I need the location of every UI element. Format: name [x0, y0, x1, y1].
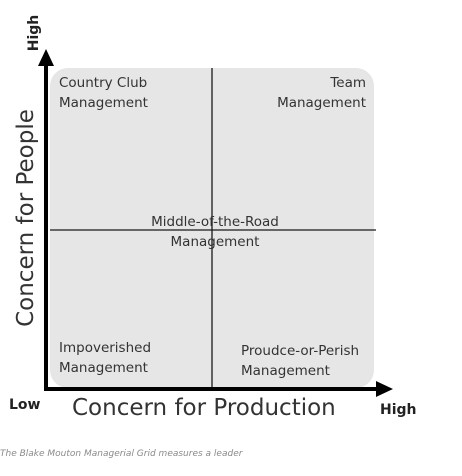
y-axis-arrowhead — [38, 49, 54, 66]
x-axis-high-label: High — [380, 402, 417, 418]
x-axis-arrowhead — [376, 381, 393, 397]
y-axis-title: Concern for People — [13, 109, 39, 327]
quadrant-label-country-club: Country Club Management — [59, 75, 148, 111]
x-axis-title: Concern for Production — [72, 395, 336, 421]
quadrant-label-impoverished: Impoverished Management — [59, 340, 152, 376]
quadrant-label-produce-or-perish: Proudce-or-Perish Management — [241, 343, 360, 379]
figure-caption: The Blake Mouton Managerial Grid measure… — [0, 449, 243, 459]
quadrant-label-team: Team Management — [277, 75, 366, 111]
axis-low-label: Low — [9, 397, 41, 413]
y-axis-high-label: High — [26, 14, 42, 52]
quadrant-label-middle-of-the-road: Middle-of-the-Road Management — [151, 214, 279, 250]
